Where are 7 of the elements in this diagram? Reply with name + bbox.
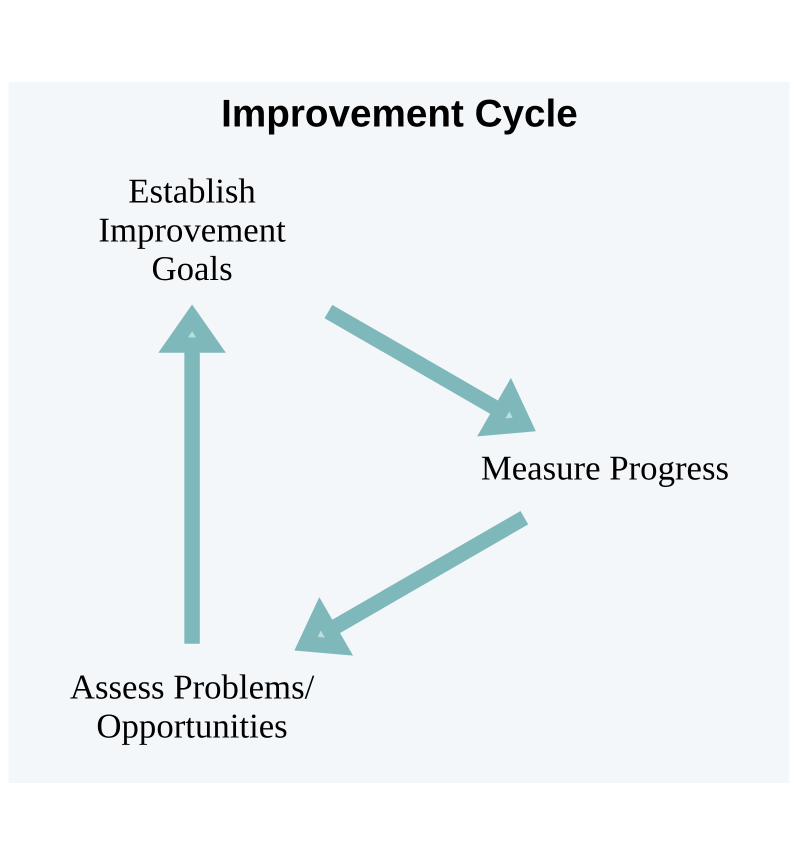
node-text: Assess Problems/ Opportunities xyxy=(70,668,314,746)
node-text: Establish Improvement Goals xyxy=(98,172,286,288)
arrow xyxy=(324,304,536,436)
arrow xyxy=(158,304,226,644)
arrow xyxy=(294,510,528,656)
node-text: Measure Progress xyxy=(480,448,730,488)
diagram-title: Improvement Cycle xyxy=(221,92,578,136)
